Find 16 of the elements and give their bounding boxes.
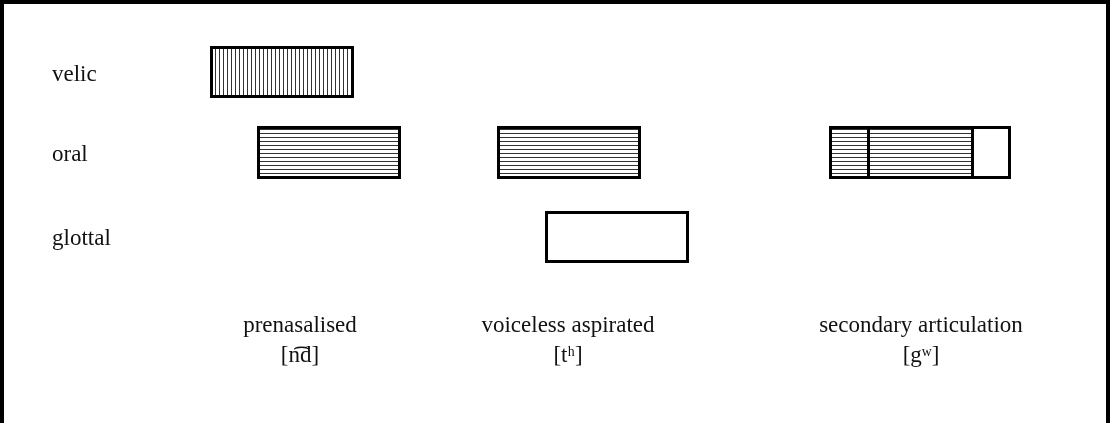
ipa-transcription: [n͡d] bbox=[280, 343, 320, 366]
row-label: velic bbox=[52, 62, 97, 85]
bar-segment bbox=[257, 126, 401, 179]
column-caption: prenasalised bbox=[243, 313, 357, 336]
bar-segment bbox=[829, 126, 870, 179]
bar-segment bbox=[210, 46, 354, 98]
bar-segment bbox=[971, 126, 1011, 179]
row-label: oral bbox=[52, 142, 88, 165]
bar-segment bbox=[497, 126, 641, 179]
bar-segment bbox=[867, 126, 974, 179]
ipa-transcription: [gʷ] bbox=[902, 343, 940, 366]
column-caption: voiceless aspirated bbox=[481, 313, 655, 336]
bar-segment bbox=[545, 211, 689, 263]
ipa-transcription: [tʰ] bbox=[553, 343, 583, 366]
column-caption: secondary articulation bbox=[819, 313, 1023, 336]
row-label: glottal bbox=[52, 226, 111, 249]
